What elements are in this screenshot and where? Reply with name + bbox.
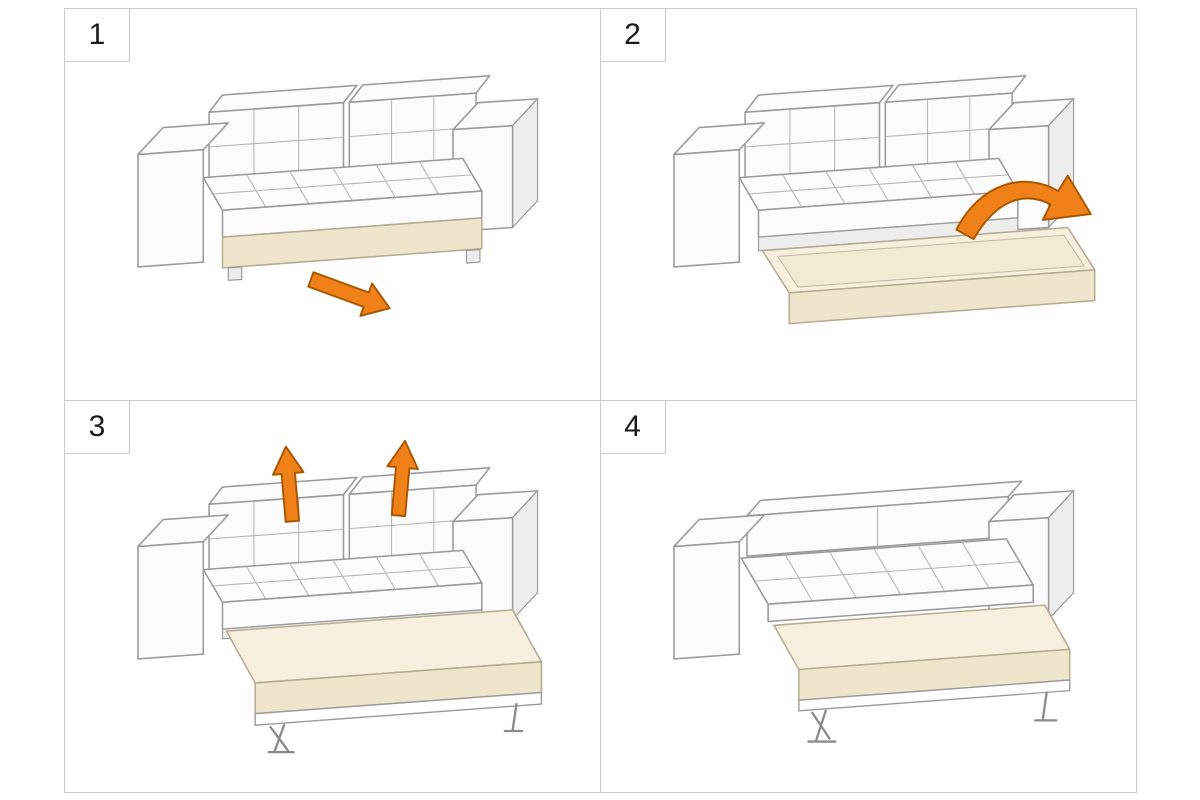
sofa-bed-open-illustration [673, 480, 1075, 743]
step-1-number-box: 1 [65, 9, 130, 62]
storage-drawer-front [221, 216, 483, 269]
step-3-number: 3 [88, 409, 106, 443]
step-1-number: 1 [88, 18, 106, 51]
step-2-number-box: 2 [600, 9, 666, 62]
steps-grid: 1 2 [64, 8, 1137, 793]
sofa-bed-fully-open [673, 480, 1075, 743]
step-4-panel: 4 [600, 400, 1137, 793]
step-1-panel: 1 [65, 9, 601, 401]
step-2-panel: 2 [600, 9, 1137, 401]
pull-out-down-right-arrow-icon [307, 271, 391, 317]
folding-legs [807, 691, 1058, 743]
step-2-illustration-area [601, 9, 1137, 400]
sofa-closed-illustration [137, 74, 539, 317]
step-3-panel: 3 [65, 400, 601, 793]
flip-over-curved-arrow-icon [955, 174, 1093, 240]
bed-platform-mattress [225, 608, 543, 754]
folding-legs [267, 702, 524, 754]
step-3-number-box: 3 [65, 400, 130, 454]
sofa-closed [137, 74, 539, 281]
step-4-number: 4 [624, 409, 641, 443]
sofa-bed-platform-illustration [137, 438, 543, 754]
step-1-illustration-area [65, 9, 600, 400]
step-2-number: 2 [624, 18, 641, 51]
pulled-out-drawer [761, 226, 1096, 325]
step-3-illustration-area [65, 401, 600, 793]
step-4-illustration-area [601, 401, 1137, 793]
mattress-section [773, 604, 1071, 743]
step-4-number-box: 4 [600, 400, 666, 454]
sofa-drawer-extended-illustration [673, 74, 1096, 325]
sofa-bed-platform-cushions-up [137, 466, 543, 754]
sofa-drawer-extended [673, 74, 1096, 325]
